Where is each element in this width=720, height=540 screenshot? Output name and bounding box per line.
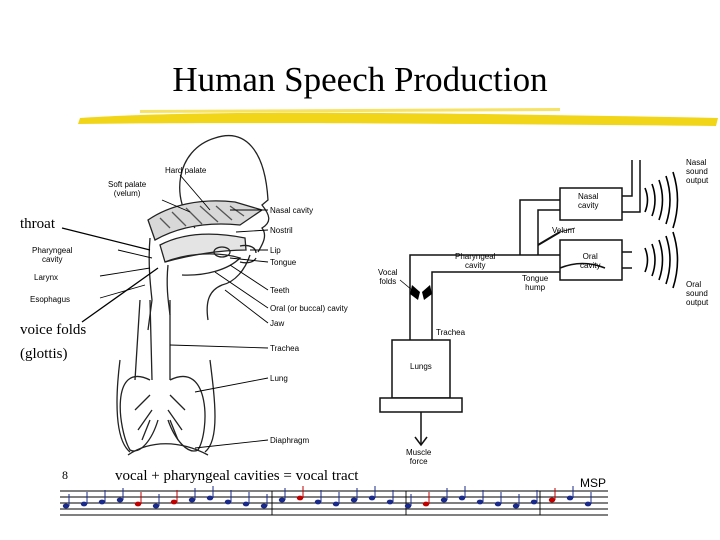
music-note <box>296 495 304 501</box>
label-nasal-cavity: Nasal cavity <box>270 206 314 215</box>
music-note <box>98 499 106 505</box>
music-note <box>512 503 520 509</box>
sound-waves <box>644 171 679 289</box>
music-note <box>404 503 412 509</box>
label-tongue-hump: Tongue hump <box>522 274 549 292</box>
music-note <box>548 497 556 503</box>
music-note <box>134 501 142 507</box>
label-teeth: Teeth <box>270 286 290 295</box>
label-larynx: Larynx <box>34 273 59 282</box>
music-note <box>584 501 592 507</box>
label-hard-palate: Hard palate <box>165 166 207 175</box>
music-note <box>62 503 70 509</box>
label-nasal-sound-output: Nasal sound output <box>686 158 709 185</box>
label-nostril: Nostril <box>270 226 293 235</box>
music-note <box>206 495 214 501</box>
music-note <box>368 495 376 501</box>
label-trachea: Trachea <box>270 344 300 353</box>
label-throat: throat <box>20 216 55 232</box>
label-jaw: Jaw <box>270 319 285 328</box>
music-note <box>278 497 286 503</box>
music-note <box>422 501 430 507</box>
label-oral-cavity: Oral (or buccal) cavity <box>270 304 348 313</box>
model-leaders <box>399 227 576 291</box>
music-note <box>476 499 484 505</box>
music-note <box>116 497 124 503</box>
label-oral-sound-output: Oral sound output <box>686 280 709 307</box>
music-note <box>314 499 322 505</box>
music-note <box>440 497 448 503</box>
title-underline-streak <box>140 108 560 113</box>
label-velum: Velum <box>552 226 575 235</box>
page-number: 8 <box>62 468 68 482</box>
anatomy-drawing <box>116 135 270 456</box>
label-model-lungs: Lungs <box>410 362 432 371</box>
label-lung: Lung <box>270 374 288 383</box>
music-note <box>152 503 160 509</box>
label-tongue: Tongue <box>270 258 297 267</box>
label-pharyngeal-cavity: Pharyngeal cavity <box>32 246 73 264</box>
music-note <box>224 499 232 505</box>
caption: vocal + pharyngeal cavities = vocal trac… <box>115 468 359 484</box>
music-note <box>350 497 358 503</box>
label-lip: Lip <box>270 246 281 255</box>
music-note <box>188 497 196 503</box>
music-note <box>458 495 466 501</box>
title-underline <box>78 112 718 126</box>
label-model-nasal-cavity: Nasal cavity <box>578 192 599 210</box>
label-voice-folds: voice folds <box>20 322 87 338</box>
label-glottis: (glottis) <box>20 346 68 362</box>
music-notes <box>62 486 592 509</box>
label-diaphragm: Diaphragm <box>270 436 310 445</box>
music-note <box>260 503 268 509</box>
music-note <box>530 499 538 505</box>
label-muscle-force: Muscle force <box>406 448 432 466</box>
music-note <box>80 501 88 507</box>
music-note <box>332 501 340 507</box>
tube-model <box>379 160 641 447</box>
vocal-folds-marks <box>410 285 432 300</box>
label-vocal-folds: Vocal folds <box>378 268 398 286</box>
slide-title: Human Speech Production <box>172 60 548 99</box>
label-model-trachea: Trachea <box>436 328 466 337</box>
music-note <box>170 499 178 505</box>
footer-tag: MSP <box>580 476 607 490</box>
label-model-pharyngeal-cavity: Pharyngeal cavity <box>455 252 496 270</box>
label-esophagus: Esophagus <box>30 295 71 304</box>
anatomy-leaders <box>61 174 269 449</box>
music-note <box>566 495 574 501</box>
label-model-oral-cavity: Oral cavity <box>580 252 601 270</box>
music-note <box>242 501 250 507</box>
music-note <box>386 499 394 505</box>
music-staff <box>60 490 608 516</box>
label-soft-palate: Soft palate (velum) <box>108 180 147 198</box>
music-note <box>494 501 502 507</box>
